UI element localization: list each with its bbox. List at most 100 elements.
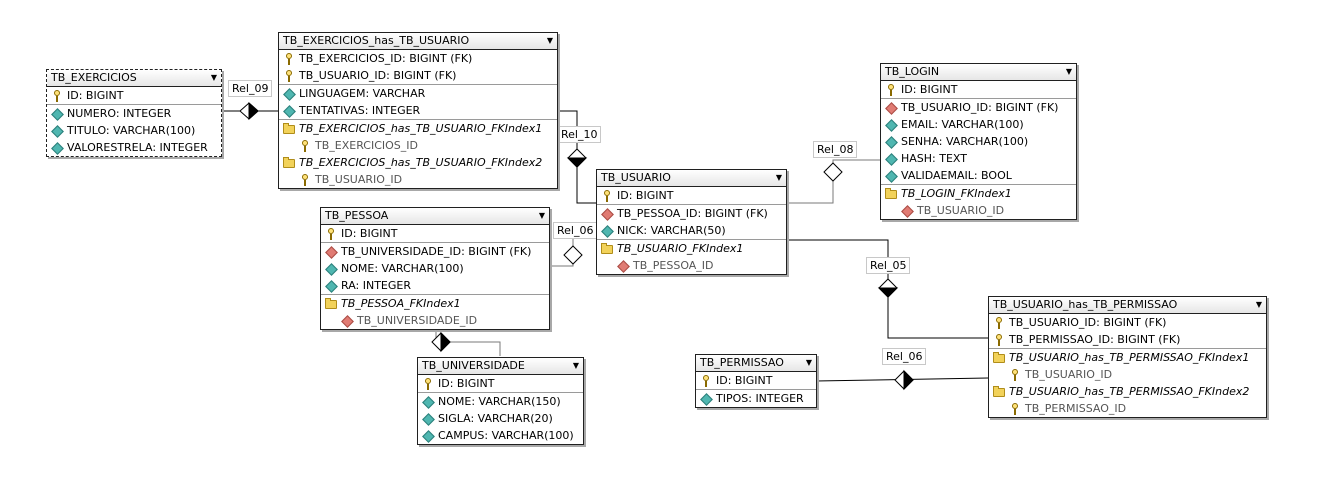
column-row[interactable]: HASH: TEXT — [881, 150, 1076, 167]
key-icon — [993, 316, 1005, 329]
column-row[interactable]: VALIDAEMAIL: BOOL — [881, 167, 1076, 184]
column-row[interactable]: TENTATIVAS: INTEGER — [279, 102, 557, 119]
column-row[interactable]: TB_PESSOA_ID: BIGINT (FK) — [597, 205, 786, 222]
rel-universidade-diamond-fill — [440, 331, 451, 353]
dropdown-arrow-icon[interactable]: ▼ — [572, 361, 579, 370]
rel-06a-label[interactable]: Rel_06 — [553, 222, 598, 239]
dropdown-arrow-icon[interactable]: ▼ — [546, 36, 553, 45]
column-row[interactable]: ID: BIGINT — [881, 81, 1076, 98]
column-row[interactable]: TB_PERMISSAO_ID: BIGINT (FK) — [989, 331, 1266, 348]
index-row[interactable]: TB_USUARIO_FKIndex1 — [597, 240, 786, 257]
table-universidade[interactable]: TB_UNIVERSIDADE ▼ ID: BIGINT NOME: VARCHA… — [417, 357, 584, 445]
table-usuario-has-permissao[interactable]: TB_USUARIO_has_TB_PERMISSAO▼ TB_USUARIO_… — [988, 296, 1267, 418]
column-row[interactable]: SENHA: VARCHAR(100) — [881, 133, 1076, 150]
table-permissao[interactable]: TB_PERMISSAO▼ ID: BIGINT TIPOS: INTEGER — [695, 354, 817, 408]
column-row[interactable]: ID: BIGINT — [321, 225, 549, 242]
column-label: ID: BIGINT — [341, 227, 398, 240]
dropdown-arrow-icon[interactable]: ▼ — [1065, 67, 1072, 76]
index-column-row[interactable]: TB_UNIVERSIDADE_ID — [321, 312, 549, 329]
column-label: TB_EXERCICIOS_ID: BIGINT (FK) — [299, 52, 473, 65]
column-row[interactable]: TITULO: VARCHAR(100) — [47, 122, 221, 139]
index-row[interactable]: TB_LOGIN_FKIndex1 — [881, 185, 1076, 202]
rel-08-label[interactable]: Rel_08 — [813, 141, 858, 158]
column-label: TIPOS: INTEGER — [716, 392, 804, 405]
column-row[interactable]: ID: BIGINT — [418, 375, 583, 392]
index-column-label: TB_USUARIO_ID — [315, 173, 403, 186]
column-row[interactable]: TB_USUARIO_ID: BIGINT (FK) — [989, 314, 1266, 331]
table-header[interactable]: TB_UNIVERSIDADE ▼ — [418, 358, 583, 375]
index-column-row[interactable]: TB_EXERCICIOS_ID — [279, 137, 557, 154]
column-row[interactable]: LINGUAGEM: VARCHAR — [279, 85, 557, 102]
index-label: TB_USUARIO_FKIndex1 — [617, 242, 744, 255]
table-exercicios[interactable]: TB_EXERCICIOS▼ ID: BIGINT NUMERO: INTEGE… — [46, 69, 222, 157]
column-row[interactable]: NOME: VARCHAR(100) — [321, 260, 549, 277]
table-header[interactable]: TB_USUARIO_has_TB_PERMISSAO▼ — [989, 297, 1266, 314]
column-row[interactable]: NICK: VARCHAR(50) — [597, 222, 786, 239]
column-row[interactable]: NOME: VARCHAR(150) — [418, 393, 583, 410]
rel-05-label[interactable]: Rel_05 — [866, 257, 911, 274]
table-header[interactable]: TB_PESSOA▼ — [321, 208, 549, 225]
column-row[interactable]: RA: INTEGER — [321, 277, 549, 294]
index-column-row[interactable]: TB_PERMISSAO_ID — [989, 400, 1266, 417]
index-row[interactable]: TB_USUARIO_has_TB_PERMISSAO_FKIndex1 — [989, 349, 1266, 366]
column-label: NICK: VARCHAR(50) — [617, 224, 726, 237]
index-column-row[interactable]: TB_USUARIO_ID — [989, 366, 1266, 383]
column-row[interactable]: TB_USUARIO_ID: BIGINT (FK) — [881, 99, 1076, 116]
column-label: CAMPUS: VARCHAR(100) — [438, 429, 574, 442]
key-icon — [283, 52, 295, 65]
column-row[interactable]: TB_USUARIO_ID: BIGINT (FK) — [279, 67, 557, 84]
column-row[interactable]: TIPOS: INTEGER — [696, 390, 816, 407]
column-row[interactable]: VALORESTRELA: INTEGER — [47, 139, 221, 156]
column-icon — [325, 280, 337, 292]
index-column-row[interactable]: TB_USUARIO_ID — [279, 171, 557, 188]
table-login[interactable]: TB_LOGIN ▼ ID: BIGINT TB_USUARIO_ID: BIGI… — [880, 63, 1077, 220]
rel-09-label[interactable]: Rel_09 — [228, 80, 273, 97]
column-icon — [51, 108, 63, 120]
table-pessoa[interactable]: TB_PESSOA▼ ID: BIGINT TB_UNIVERSIDADE_ID… — [320, 207, 550, 330]
dropdown-arrow-icon[interactable]: ▼ — [1255, 300, 1262, 309]
table-title: TB_LOGIN — [885, 65, 940, 78]
table-header[interactable]: TB_PERMISSAO▼ — [696, 355, 816, 372]
table-header[interactable]: TB_LOGIN ▼ — [881, 64, 1076, 81]
column-icon — [885, 153, 897, 165]
table-title: TB_EXERCICIOS_has_TB_USUARIO — [283, 34, 470, 47]
table-exercicios-has-usuario[interactable]: TB_EXERCICIOS_has_TB_USUARIO ▼ TB_EXERCIC… — [278, 32, 558, 189]
index-row[interactable]: TB_USUARIO_has_TB_PERMISSAO_FKIndex2 — [989, 383, 1266, 400]
foreign-key-icon — [325, 246, 337, 258]
column-row[interactable]: CAMPUS: VARCHAR(100) — [418, 427, 583, 444]
column-label: SENHA: VARCHAR(100) — [901, 135, 1029, 148]
column-row[interactable]: TB_UNIVERSIDADE_ID: BIGINT (FK) — [321, 243, 549, 260]
column-label: TITULO: VARCHAR(100) — [67, 124, 196, 137]
column-row[interactable]: ID: BIGINT — [597, 187, 786, 204]
column-row[interactable]: NUMERO: INTEGER — [47, 105, 221, 122]
index-row[interactable]: TB_EXERCICIOS_has_TB_USUARIO_FKIndex1 — [279, 120, 557, 137]
index-row[interactable]: TB_PESSOA_FKIndex1 — [321, 295, 549, 312]
table-usuario[interactable]: TB_USUARIO▼ ID: BIGINT TB_PESSOA_ID: BIG… — [596, 169, 787, 275]
rel-10-label[interactable]: Rel_10 — [557, 126, 602, 143]
index-column-row[interactable]: TB_USUARIO_ID — [881, 202, 1076, 219]
dropdown-arrow-icon[interactable]: ▼ — [210, 73, 217, 82]
dropdown-arrow-icon[interactable]: ▼ — [538, 211, 545, 220]
table-header[interactable]: TB_EXERCICIOS▼ — [47, 70, 221, 87]
dropdown-arrow-icon[interactable]: ▼ — [775, 173, 782, 182]
index-label: TB_EXERCICIOS_has_TB_USUARIO_FKIndex1 — [299, 122, 543, 135]
column-row[interactable]: EMAIL: VARCHAR(100) — [881, 116, 1076, 133]
table-header[interactable]: TB_EXERCICIOS_has_TB_USUARIO ▼ — [279, 33, 557, 50]
column-row[interactable]: TB_EXERCICIOS_ID: BIGINT (FK) — [279, 50, 557, 67]
column-label: RA: INTEGER — [341, 279, 411, 292]
index-row[interactable]: TB_EXERCICIOS_has_TB_USUARIO_FKIndex2 — [279, 154, 557, 171]
rel-05-diamond-fill — [877, 287, 899, 298]
dropdown-arrow-icon[interactable]: ▼ — [805, 358, 812, 367]
table-header[interactable]: TB_USUARIO▼ — [597, 170, 786, 187]
key-icon — [299, 139, 311, 152]
rel-06a-diamond — [563, 245, 583, 265]
column-row[interactable]: ID: BIGINT — [47, 87, 221, 104]
column-row[interactable]: ID: BIGINT — [696, 372, 816, 389]
table-title: TB_UNIVERSIDADE — [422, 359, 525, 372]
rel-06b-label[interactable]: Rel_06 — [882, 348, 927, 365]
column-label: VALORESTRELA: INTEGER — [67, 141, 208, 154]
column-label: TB_PERMISSAO_ID: BIGINT (FK) — [1009, 333, 1181, 346]
column-row[interactable]: SIGLA: VARCHAR(20) — [418, 410, 583, 427]
index-column-row[interactable]: TB_PESSOA_ID — [597, 257, 786, 274]
